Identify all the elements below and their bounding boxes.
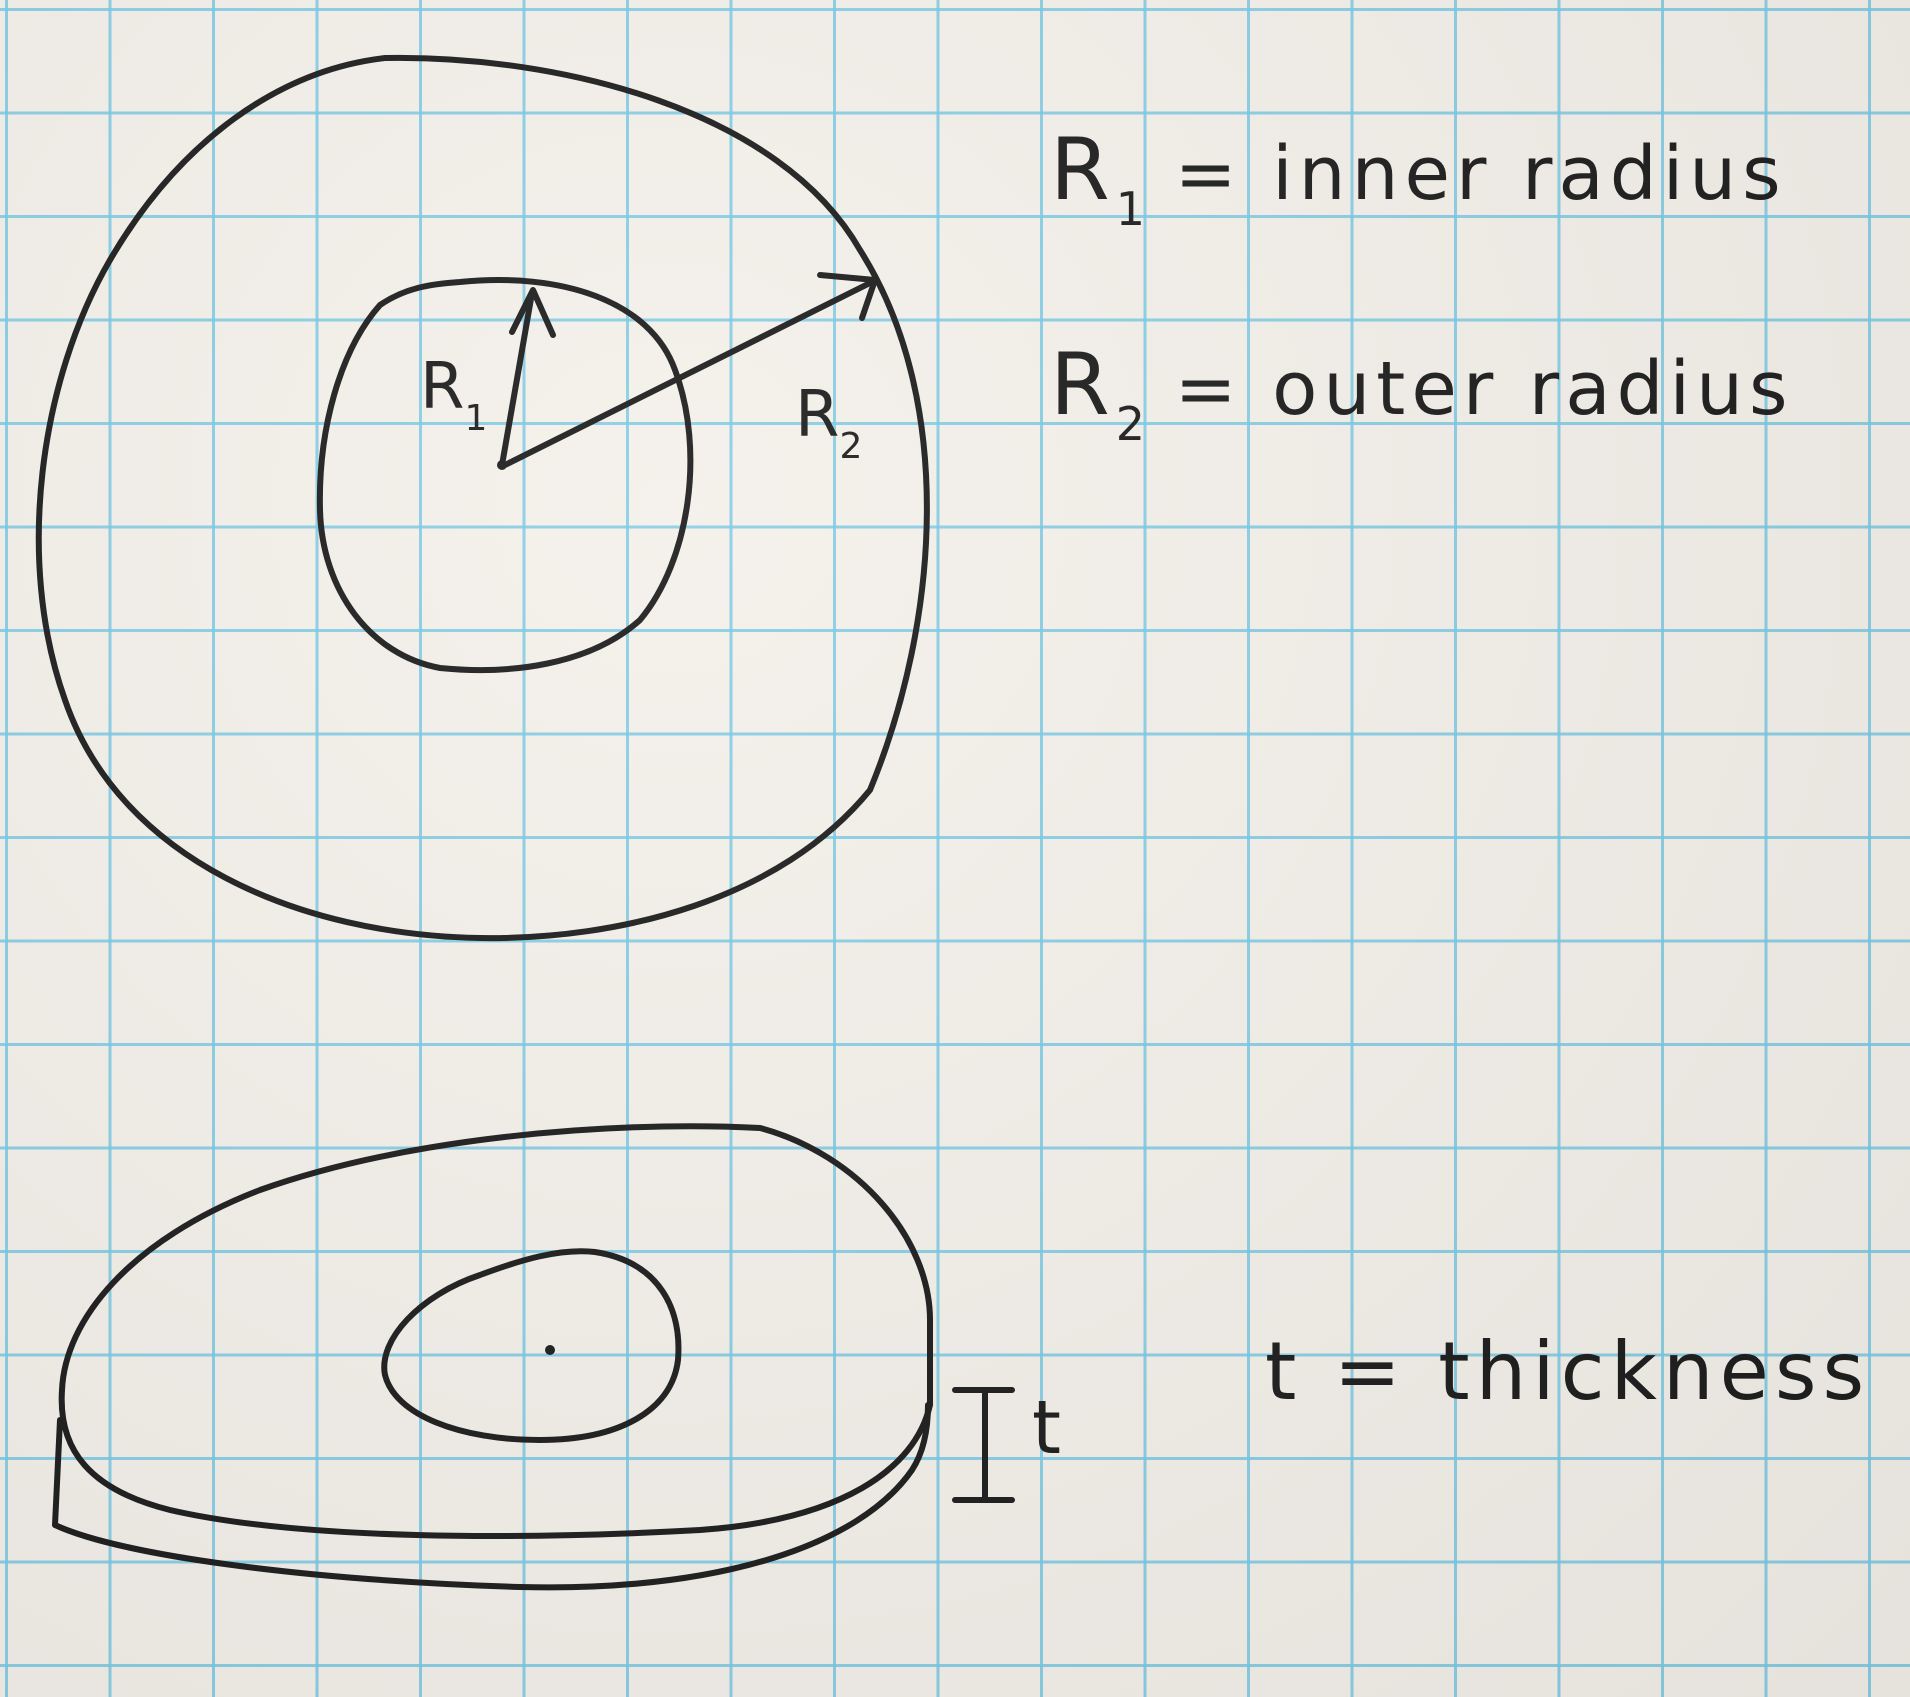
bottom-edge	[52, 1402, 931, 1591]
side-view	[52, 1123, 1015, 1591]
definition-outer-radius-subscript: 2	[1115, 397, 1146, 451]
definition-thickness: t = thickness	[1265, 1325, 1870, 1418]
inner-radius-symbol: R	[420, 350, 465, 424]
outer-radius-symbol: R	[795, 378, 840, 452]
inner-radius-subscript: 1	[464, 398, 488, 439]
top-face-outline	[58, 1123, 933, 1539]
inner-radius-arrowhead	[509, 287, 556, 338]
inner-radius-arrow	[499, 290, 535, 468]
outer-circle	[35, 54, 930, 942]
outer-radius-arrow	[502, 279, 875, 468]
thickness-bracket	[952, 1387, 1015, 1503]
side-view-hole	[381, 1248, 682, 1443]
definition-inner-radius-subscript: 1	[1115, 182, 1146, 236]
definition-outer-radius-symbol: R	[1050, 335, 1116, 435]
outer-radius-arrowhead	[817, 272, 878, 321]
definition-inner-radius-symbol: R	[1050, 120, 1116, 220]
inner-circle	[316, 277, 694, 674]
outer-radius-label: R2	[795, 378, 862, 467]
thickness-label: t	[1032, 1385, 1066, 1471]
definition-inner-radius-equals: =	[1174, 131, 1243, 217]
top-view	[35, 54, 930, 942]
definition-outer-radius-text: outer radius	[1272, 346, 1794, 432]
outer-radius-subscript: 2	[839, 426, 863, 467]
definition-thickness-symbol: t	[1265, 1325, 1303, 1418]
definition-outer-radius-equals: =	[1174, 346, 1243, 432]
definition-inner-radius: R1 = inner radius	[1050, 120, 1787, 236]
definition-inner-radius-text: inner radius	[1272, 131, 1787, 217]
inner-radius-label: R1	[420, 350, 487, 439]
definition-thickness-text: thickness	[1438, 1325, 1871, 1418]
definition-outer-radius: R2 = outer radius	[1050, 335, 1794, 451]
definition-thickness-equals: =	[1333, 1325, 1407, 1418]
side-view-center-point	[545, 1345, 555, 1355]
